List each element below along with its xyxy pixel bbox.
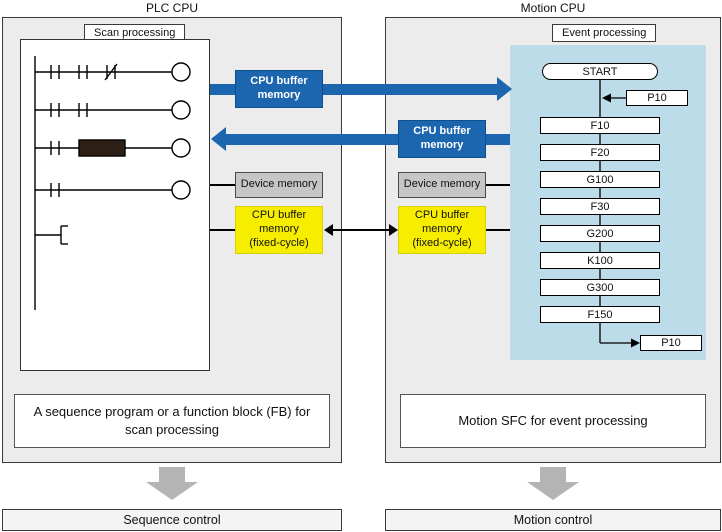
plc-down-arrow-icon [159,467,185,483]
ladder-diagram [34,56,191,310]
fixed-cycle-sync-arrow-shaft [331,229,391,231]
fixed-cycle-buffer-plc: CPU buffer memory (fixed-cycle) [235,206,323,254]
fixed-cycle-sync-arrowhead-left-icon [324,224,333,236]
motion-to-plc-arrowhead-icon [211,127,226,151]
connector-line [486,184,510,186]
motion-to-plc-arrow [226,134,510,145]
fixed-cycle-sync-arrowhead-right-icon [389,224,398,236]
sfc-step: G200 [540,225,660,242]
sfc-step: G100 [540,171,660,188]
fixed-cycle-buffer-motion: CPU buffer memory (fixed-cycle) [398,206,486,254]
cpu-buffer-memory-motion-side: CPU buffer memory [398,120,486,158]
sfc-area: START P10 F10 F20 G100 F30 G200 K100 G30… [510,45,706,360]
motion-control-box: Motion control [385,509,721,531]
fixed-cycle-buffer-plc-line2: (fixed-cycle) [249,236,309,249]
event-processing-label: Event processing [552,24,657,42]
sequence-control-box: Sequence control [2,509,342,531]
sfc-exit-pointer: P10 [640,335,702,351]
plc-cpu-title: PLC CPU [145,1,198,15]
fixed-cycle-buffer-motion-line2: (fixed-cycle) [412,236,472,249]
sfc-start-node: START [542,63,658,80]
plc-down-arrowhead-icon [146,482,198,500]
device-memory-motion: Device memory [398,172,486,198]
plc-to-motion-arrowhead-icon [497,77,512,101]
connector-line [210,229,235,231]
ladder-diagram-box [20,39,210,371]
fixed-cycle-buffer-plc-line1: CPU buffer memory [251,209,307,236]
cpu-buffer-memory-plc-side: CPU buffer memory [235,70,323,108]
sfc-entry-pointer: P10 [626,90,688,106]
motion-caption: Motion SFC for event processing [400,394,706,448]
sfc-step: G300 [540,279,660,296]
fixed-cycle-buffer-motion-line1: CPU buffer memory [414,209,470,236]
sfc-step: K100 [540,252,660,269]
sfc-step: F10 [540,117,660,134]
plc-caption: A sequence program or a function block (… [14,394,330,448]
connector-line [486,229,510,231]
plc-to-motion-arrow [210,84,497,95]
motion-down-arrowhead-icon [527,482,579,500]
motion-down-arrow-icon [540,467,566,483]
sfc-step: F150 [540,306,660,323]
sfc-step: F20 [540,144,660,161]
sfc-step: F30 [540,198,660,215]
motion-cpu-title: Motion CPU [520,1,586,15]
connector-line [210,184,235,186]
device-memory-plc: Device memory [235,172,323,198]
